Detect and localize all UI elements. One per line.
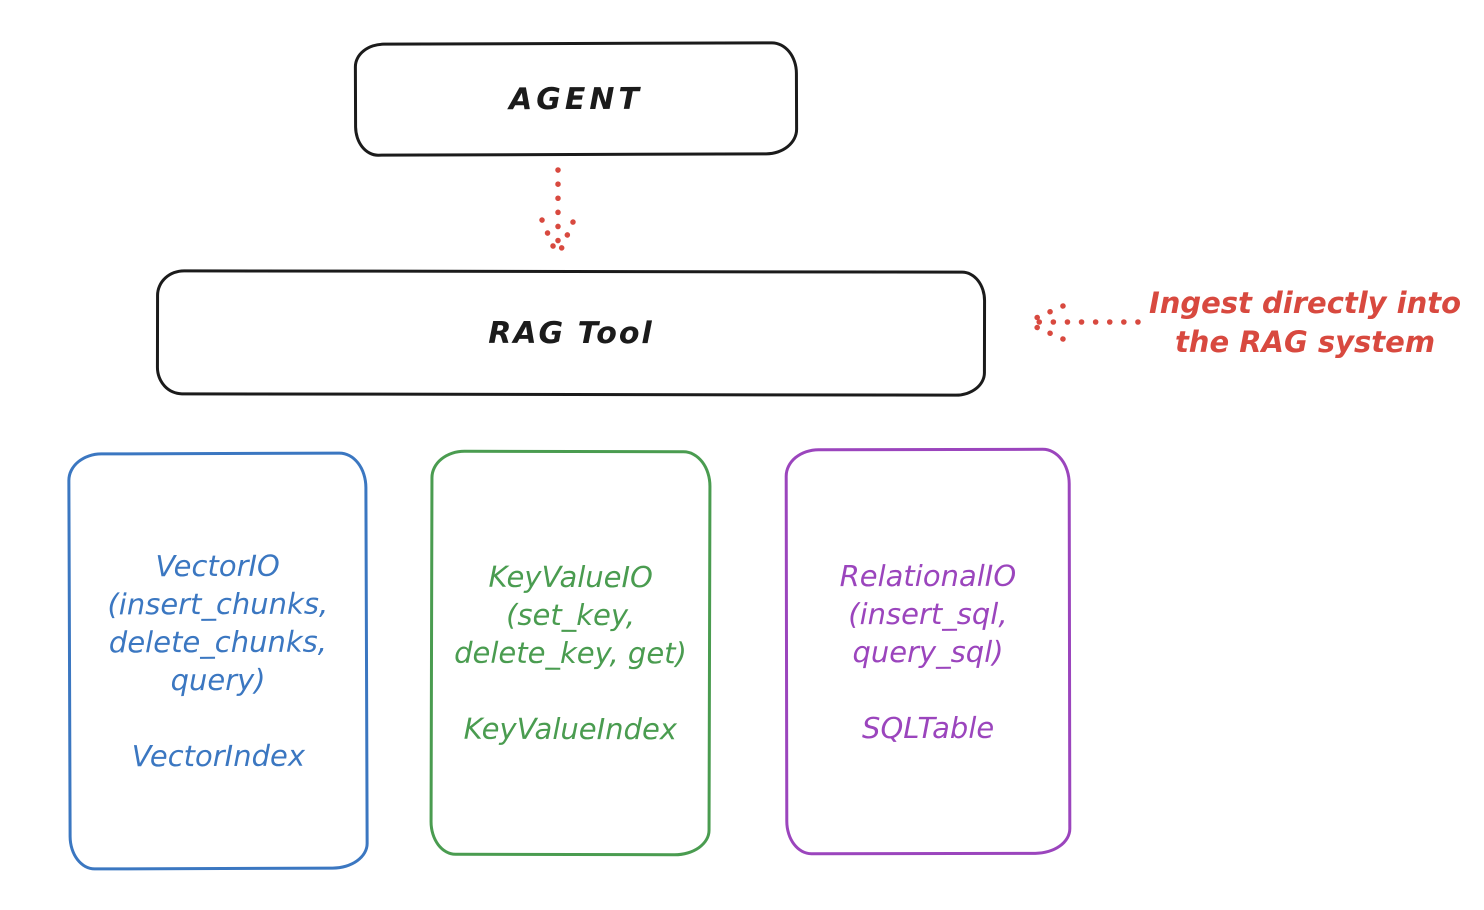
rag-tool-label: RAG Tool — [488, 315, 654, 351]
keyvalue-index-label: KeyValueIndex — [463, 711, 678, 747]
relational-io-box: RelationalIO (insert_sql, query_sql) SQL… — [784, 447, 1072, 856]
vector-io-methods-line1: (insert_chunks, — [107, 586, 329, 622]
vector-index-label: VectorIndex — [131, 738, 306, 774]
keyvalue-io-box: KeyValueIO (set_key, delete_key, get) Ke… — [429, 449, 712, 857]
relational-io-title: RelationalIO — [839, 558, 1017, 593]
ingest-annotation-line1: Ingest directly into — [1148, 286, 1462, 320]
keyvalue-io-title: KeyValueIO — [488, 559, 653, 595]
keyvalue-io-methods-line1: (set_key, — [506, 597, 636, 633]
vector-io-methods-line3: query) — [170, 662, 266, 698]
ingest-annotation-line2: the RAG system — [1174, 325, 1436, 359]
agent-box: AGENT — [353, 41, 799, 157]
dotted-left-arrow-icon — [1024, 303, 1141, 342]
ingest-annotation: Ingest directly into the RAG system — [1126, 284, 1484, 362]
relational-io-methods-line2: query_sql) — [852, 634, 1004, 669]
vector-io-title: VectorIO — [155, 548, 280, 584]
rag-tool-box: RAG Tool — [155, 269, 987, 397]
agent-label: AGENT — [508, 81, 644, 117]
vector-io-methods-line2: delete_chunks, — [108, 624, 328, 660]
vector-io-box: VectorIO (insert_chunks, delete_chunks, … — [67, 451, 369, 871]
sql-table-label: SQLTable — [862, 710, 995, 745]
dotted-down-arrow-icon — [539, 167, 576, 257]
keyvalue-io-methods-line2: delete_key, get) — [454, 635, 687, 671]
relational-io-methods-line1: (insert_sql, — [848, 596, 1008, 631]
